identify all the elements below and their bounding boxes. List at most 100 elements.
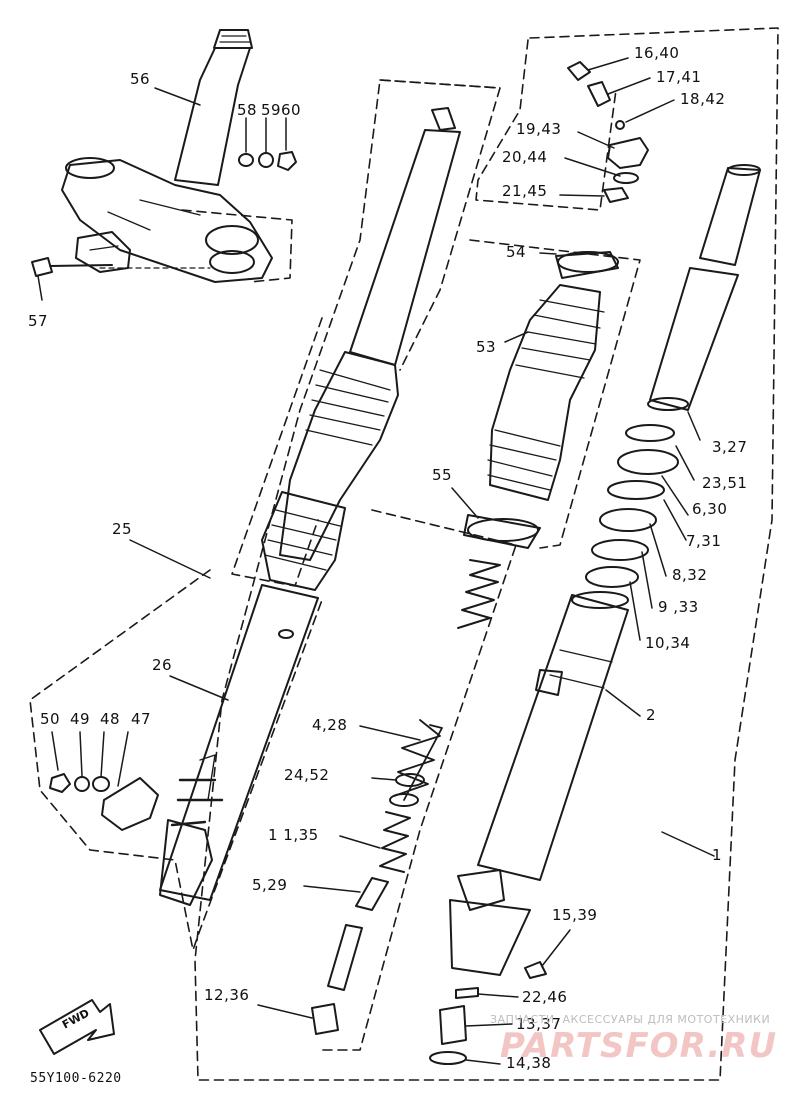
callout-1: 1 bbox=[712, 846, 723, 864]
washer-59 bbox=[258, 152, 274, 168]
callout-19-43: 19,43 bbox=[516, 120, 562, 138]
clip-21 bbox=[603, 187, 629, 203]
washer-14 bbox=[429, 1051, 467, 1065]
bolt-13 bbox=[439, 1005, 467, 1045]
watermark-caption: ЗАПЧАСТИ, АКСЕССУАРЫ ДЛЯ МОТОТЕХНИКИ bbox=[490, 1013, 771, 1026]
oring-20 bbox=[613, 172, 639, 184]
washer-22 bbox=[455, 987, 479, 999]
rod-5 bbox=[355, 877, 389, 911]
callout-57: 57 bbox=[28, 312, 49, 330]
axle-holder-47 bbox=[101, 777, 159, 831]
steering-group-outline bbox=[181, 209, 293, 283]
outer-tube-2 bbox=[477, 594, 629, 881]
right-fork-leg bbox=[429, 164, 761, 1065]
callout-60: 60 bbox=[281, 101, 302, 119]
damper-tube-3 bbox=[699, 167, 761, 266]
left-lower-boot bbox=[261, 491, 346, 591]
left-fork-leg bbox=[49, 107, 461, 906]
callout-17-41: 17,41 bbox=[656, 68, 702, 86]
callout-49: 49 bbox=[70, 710, 91, 728]
oring-18 bbox=[615, 120, 625, 130]
callout-47: 47 bbox=[131, 710, 152, 728]
cap-bolt-16 bbox=[567, 61, 591, 81]
callout-56: 56 bbox=[130, 70, 151, 88]
callout-15-39: 15,39 bbox=[552, 906, 598, 924]
callout-18-42: 18,42 bbox=[680, 90, 726, 108]
top-cap-group-outline bbox=[475, 39, 617, 211]
washer-49 bbox=[74, 776, 90, 792]
callout-5-29: 5,29 bbox=[252, 876, 288, 894]
clamp-55 bbox=[463, 514, 541, 549]
spring-4 bbox=[457, 559, 501, 629]
inner-tube-3 bbox=[649, 267, 739, 411]
callout-20-44: 20,44 bbox=[502, 148, 548, 166]
inner-tube-group-outline bbox=[379, 79, 501, 371]
nut-48 bbox=[92, 776, 110, 792]
nut-60 bbox=[277, 151, 297, 171]
diagram-code: 55Y100-6220 bbox=[30, 1071, 122, 1086]
under-bracket bbox=[61, 159, 273, 283]
callout-25: 25 bbox=[112, 520, 133, 538]
watermark-logo: PARTSFOR.RU bbox=[500, 1026, 778, 1066]
callout-59: 59 bbox=[261, 101, 282, 119]
fwd-arrow-icon bbox=[39, 999, 115, 1055]
fork-boot bbox=[463, 251, 619, 549]
callout-6-30: 6,30 bbox=[692, 500, 728, 518]
group-boundaries bbox=[29, 27, 779, 1081]
callout-48: 48 bbox=[100, 710, 121, 728]
bushing-12 bbox=[311, 1003, 339, 1035]
callout-11-35: 1 1,35 bbox=[268, 826, 319, 844]
callout-53: 53 bbox=[476, 338, 497, 356]
left-upper-boot bbox=[279, 351, 399, 561]
top-cap-parts bbox=[567, 61, 649, 203]
callout-2: 2 bbox=[646, 706, 657, 724]
callout-10-34: 10,34 bbox=[645, 634, 691, 652]
left-outer-tube bbox=[159, 584, 319, 901]
callout-50: 50 bbox=[40, 710, 61, 728]
inner-tube-assy-outline bbox=[29, 569, 323, 951]
axle-boss bbox=[457, 869, 505, 911]
callout-14-38: 14,38 bbox=[506, 1054, 552, 1072]
callout-24-52: 24,52 bbox=[284, 766, 330, 784]
callout-55: 55 bbox=[432, 466, 453, 484]
spring-11 bbox=[379, 811, 411, 873]
seal-6 bbox=[617, 449, 679, 475]
seal-23 bbox=[625, 424, 675, 442]
leader-lines bbox=[37, 57, 715, 1065]
left-inner-tube bbox=[349, 129, 461, 366]
callout-7-31: 7,31 bbox=[686, 532, 722, 550]
callout-58: 58 bbox=[237, 101, 258, 119]
callout-9-33: 9 ,33 bbox=[658, 598, 699, 616]
steering-stem-assembly bbox=[31, 29, 297, 283]
seal-8 bbox=[599, 508, 657, 532]
callout-4-28: 4,28 bbox=[312, 716, 348, 734]
callout-23-51: 23,51 bbox=[702, 474, 748, 492]
bushing-10 bbox=[585, 566, 639, 588]
cap-19 bbox=[607, 137, 649, 169]
clamp-54 bbox=[555, 251, 619, 279]
callout-13-37: 13,37 bbox=[516, 1015, 562, 1033]
washer-9 bbox=[591, 539, 649, 561]
callout-54: 54 bbox=[506, 243, 527, 261]
callout-21-45: 21,45 bbox=[502, 182, 548, 200]
bolt-15 bbox=[524, 961, 547, 979]
outer-tube-group-outline bbox=[194, 27, 779, 1081]
nut-50 bbox=[49, 773, 71, 793]
clip-7 bbox=[607, 480, 665, 500]
callout-3-27: 3,27 bbox=[712, 438, 748, 456]
spring-damper bbox=[311, 559, 501, 1035]
callout-26: 26 bbox=[152, 656, 173, 674]
callout-8-32: 8,32 bbox=[672, 566, 708, 584]
rod-12 bbox=[327, 924, 363, 991]
valve-17 bbox=[587, 81, 611, 107]
callout-16-40: 16,40 bbox=[634, 44, 680, 62]
damper-group-outline bbox=[231, 317, 323, 587]
callout-22-46: 22,46 bbox=[522, 988, 568, 1006]
bolt-57 bbox=[31, 257, 113, 277]
spring-group-outline bbox=[319, 509, 517, 1051]
washer-58 bbox=[238, 153, 254, 167]
callout-12-36: 12,36 bbox=[204, 986, 250, 1004]
boot-group-outline bbox=[469, 239, 641, 549]
